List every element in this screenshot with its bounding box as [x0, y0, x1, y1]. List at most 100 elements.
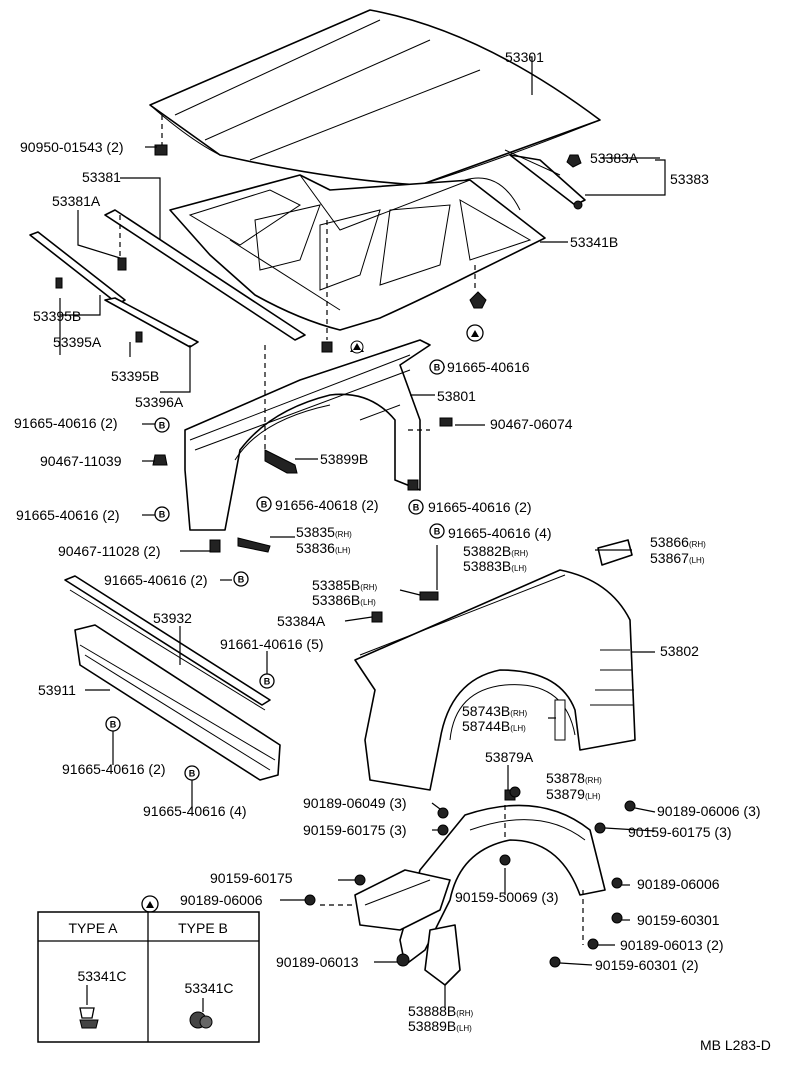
- type-b-header: TYPE B: [178, 920, 228, 936]
- bolt-icon: [189, 998, 213, 1029]
- label-53301: 53301: [505, 49, 544, 65]
- label-53911: 53911: [38, 682, 76, 698]
- label-90467-11039: 90467-11039: [40, 453, 122, 469]
- label-53888B: 53888B(RH): [408, 1003, 474, 1019]
- circle-b-marker-icon: B: [256, 496, 272, 512]
- label-53384A: 53384A: [277, 613, 326, 629]
- label-91665-b: 91665-40616 (2): [14, 415, 118, 431]
- label-53381A: 53381A: [52, 193, 101, 209]
- type-table: TYPE A TYPE B 53341C 53341C: [37, 895, 260, 1043]
- circle-b-marker-icon: B: [105, 716, 121, 732]
- label-53395B-1: 53395B: [33, 308, 81, 324]
- svg-text:B: B: [261, 500, 268, 510]
- side-seal-strips: [29, 231, 199, 348]
- circle-b-marker-icon: B: [408, 499, 424, 515]
- svg-text:B: B: [159, 510, 166, 520]
- label-53889B: 53889B(LH): [408, 1018, 472, 1034]
- label-91665-g: 91665-40616 (2): [62, 761, 166, 777]
- label-90159-60301-a: 90159-60301: [637, 912, 720, 928]
- label-90189-06013-a: 90189-06013 (2): [620, 937, 724, 953]
- part-labels: 53301 90950-01543 (2) 53383A 53383 53381…: [14, 49, 771, 1053]
- liner-fasteners: [304, 786, 636, 968]
- circle-b-marker-icon: B: [154, 506, 170, 522]
- label-90189-06049: 90189-06049 (3): [303, 795, 407, 811]
- label-53878: 53878(RH): [546, 770, 602, 786]
- label-53879A: 53879A: [485, 749, 534, 765]
- hood-inner-panel: [169, 174, 546, 331]
- label-53932: 53932: [153, 610, 192, 626]
- label-91656: 91656-40618 (2): [275, 497, 379, 513]
- svg-text:B: B: [159, 421, 166, 431]
- label-53802: 53802: [660, 643, 699, 659]
- type-a-header: TYPE A: [68, 920, 118, 936]
- label-53899B: 53899B: [320, 451, 368, 467]
- label-53879: 53879(LH): [546, 786, 601, 802]
- circle-b-marker-icon: B: [184, 765, 200, 781]
- svg-text:B: B: [434, 363, 441, 373]
- diagram-code: MB L283-D: [700, 1037, 771, 1053]
- radiator-support: [64, 575, 281, 781]
- label-53381: 53381: [82, 169, 121, 185]
- triangle-marker-icon: [146, 901, 154, 908]
- circle-b-markers: B B B B B B B B B B: [105, 359, 445, 781]
- label-91665-f: 91665-40616 (2): [104, 572, 208, 588]
- label-90950: 90950-01543 (2): [20, 139, 124, 155]
- type-b-part: 53341C: [184, 980, 233, 996]
- label-91665-a: 91665-40616: [447, 359, 530, 375]
- circle-b-marker-icon: B: [429, 523, 445, 539]
- svg-text:B: B: [238, 575, 245, 585]
- label-53835: 53835(RH): [296, 524, 352, 540]
- circle-b-marker-icon: B: [259, 673, 275, 689]
- label-53386B: 53386B(LH): [312, 592, 376, 608]
- label-90189-06006-c: 90189-06006: [637, 876, 720, 892]
- label-53396A: 53396A: [135, 394, 184, 410]
- label-58743B: 58743B(RH): [462, 703, 528, 719]
- hood-weatherstrip: [504, 149, 586, 210]
- label-91665-c: 91665-40616 (2): [428, 499, 532, 515]
- label-53883B: 53883B(LH): [463, 558, 527, 574]
- label-53836: 53836(LH): [296, 540, 351, 556]
- label-53882B: 53882B(RH): [463, 543, 529, 559]
- label-53385B: 53385B(RH): [312, 577, 378, 593]
- label-91665-e: 91665-40616 (4): [448, 525, 552, 541]
- label-53867: 53867(LH): [650, 550, 705, 566]
- label-53341B: 53341B: [570, 234, 618, 250]
- label-53383: 53383: [670, 171, 709, 187]
- svg-text:B: B: [434, 527, 441, 537]
- svg-text:B: B: [264, 677, 271, 687]
- label-53383A: 53383A: [590, 150, 639, 166]
- circle-b-marker-icon: B: [233, 571, 249, 587]
- svg-text:B: B: [413, 503, 420, 513]
- label-91665-d: 91665-40616 (2): [16, 507, 120, 523]
- label-90159-60301-b: 90159-60301 (2): [595, 957, 699, 973]
- label-91665-h: 91665-40616 (4): [143, 803, 247, 819]
- label-53866: 53866(RH): [650, 534, 706, 550]
- label-90159-50069: 90159-50069 (3): [455, 889, 559, 905]
- label-53395B-2: 53395B: [111, 368, 159, 384]
- circle-b-marker-icon: B: [154, 417, 170, 433]
- label-90189-06006-b: 90189-06006: [180, 892, 263, 908]
- label-53395A: 53395A: [53, 334, 102, 350]
- fender-liner: [354, 789, 606, 986]
- circle-b-marker-icon: B: [429, 359, 445, 375]
- label-90159-60175-a: 90159-60175 (3): [303, 822, 407, 838]
- label-90189-06013-b: 90189-06013: [276, 954, 359, 970]
- hood-fasteners: [119, 115, 487, 354]
- hood-seal-strip: [104, 209, 306, 341]
- label-90189-06006-a: 90189-06006 (3): [657, 803, 761, 819]
- label-90467-06074: 90467-06074: [490, 416, 573, 432]
- front-fender: [354, 539, 636, 791]
- svg-text:B: B: [110, 720, 117, 730]
- label-90159-60175-b: 90159-60175 (3): [628, 824, 732, 840]
- hood-panel: [149, 9, 601, 186]
- label-58744B: 58744B(LH): [462, 718, 526, 734]
- svg-text:B: B: [189, 769, 196, 779]
- label-91661: 91661-40616 (5): [220, 636, 324, 652]
- label-90467-11028: 90467-11028 (2): [58, 543, 160, 559]
- label-90159-60175-c: 90159-60175: [210, 870, 293, 886]
- label-53801: 53801: [437, 388, 476, 404]
- fender-apron: [152, 339, 453, 553]
- leader-lines: [59, 56, 666, 1008]
- type-a-part: 53341C: [77, 968, 126, 984]
